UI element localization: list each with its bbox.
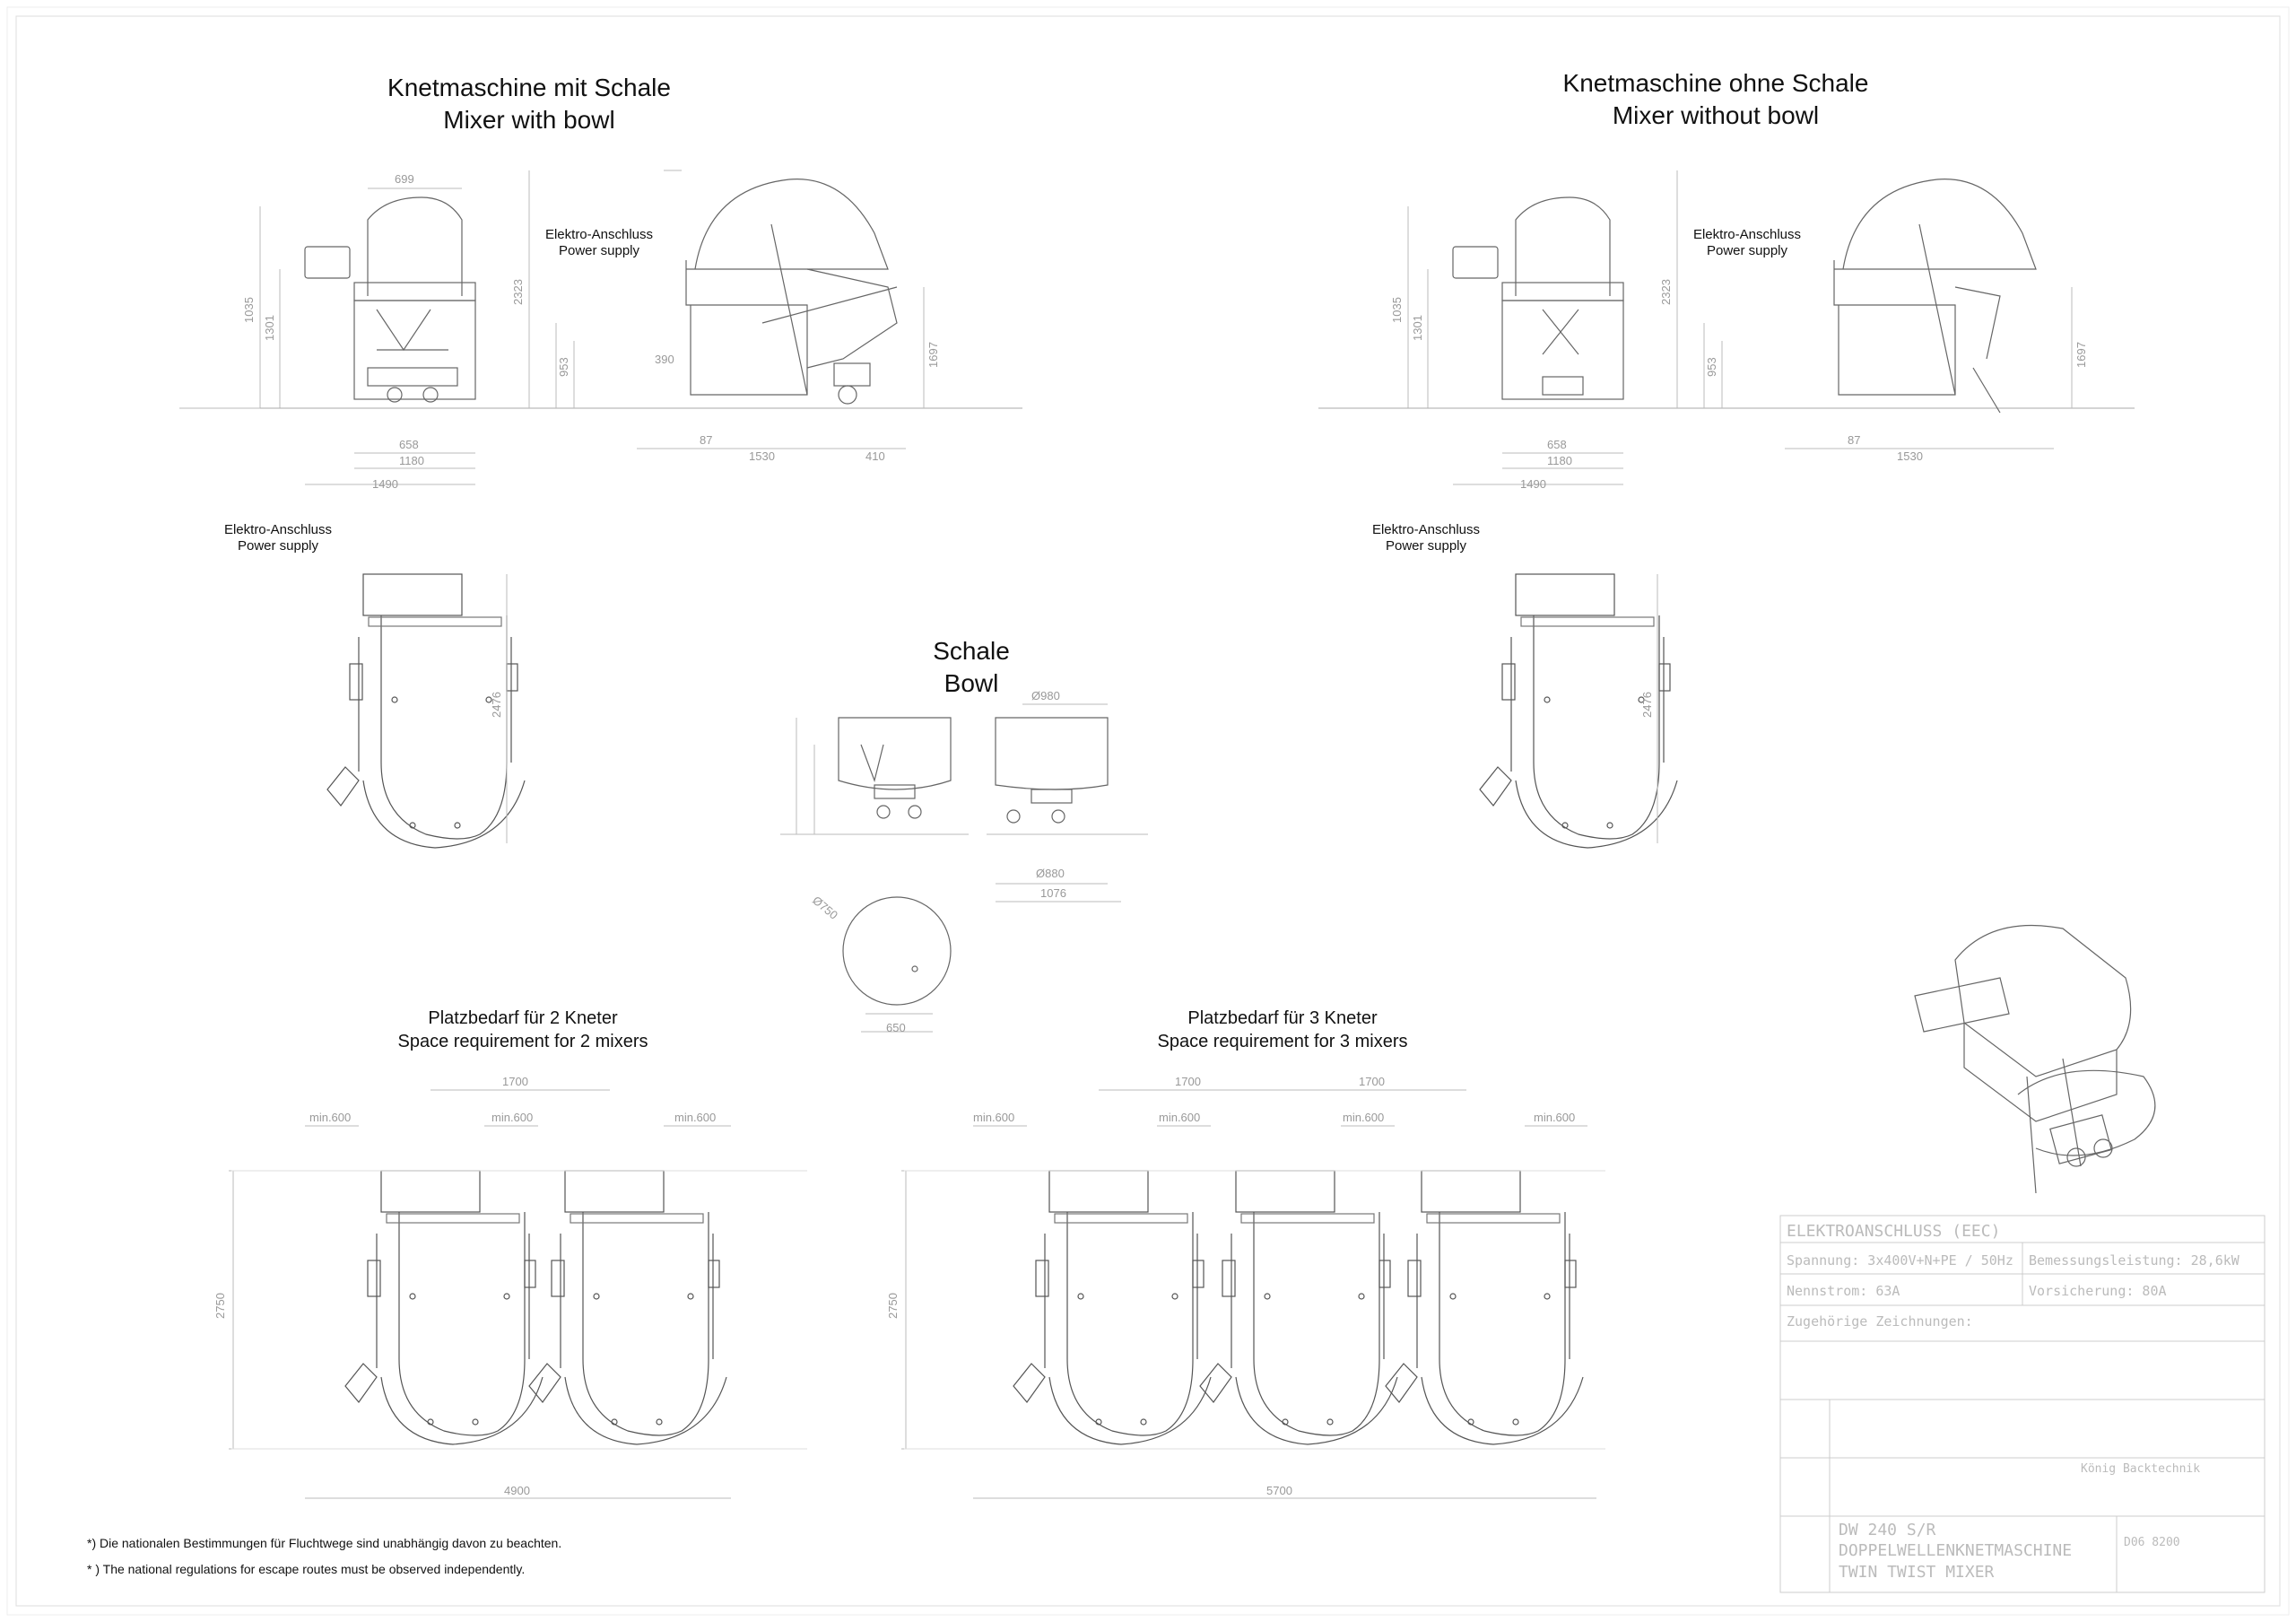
title-de: Knetmaschine ohne Schale bbox=[1562, 69, 1869, 97]
dim-label: 1076 bbox=[1040, 886, 1066, 900]
dim-label: 1035 bbox=[242, 297, 256, 323]
dim-label: 5700 bbox=[1266, 1484, 1292, 1497]
title-block-name-de: DOPPELWELLENKNETMASCHINE bbox=[1839, 1541, 2073, 1560]
dim-label: 390 bbox=[655, 353, 674, 366]
dim-label: 1301 bbox=[1411, 315, 1424, 341]
note-en: * ) The national regulations for escape … bbox=[87, 1562, 526, 1576]
mixer-with-bowl-side-view bbox=[685, 179, 898, 405]
dim-label: 1490 bbox=[1520, 477, 1546, 491]
title-block bbox=[1779, 1215, 2266, 1593]
dim-label: min.600 bbox=[1343, 1111, 1384, 1124]
power-supply-label: Elektro-Anschluss Power supply bbox=[1675, 227, 1819, 259]
dim-label: 410 bbox=[865, 449, 885, 463]
dim-label: 2750 bbox=[886, 1293, 900, 1319]
title-de: Platzbedarf für 3 Kneter bbox=[1187, 1008, 1378, 1028]
mixer-without-bowl-side-view bbox=[1833, 179, 2037, 414]
label-en: Power supply bbox=[1385, 538, 1467, 554]
dim-label: 87 bbox=[1848, 433, 1860, 447]
dim-label: 1700 bbox=[1359, 1075, 1385, 1088]
title-de: Schale bbox=[933, 637, 1010, 665]
title-block-company: König Backtechnik bbox=[2081, 1462, 2201, 1476]
dim-label: 650 bbox=[886, 1021, 906, 1034]
mixer-with-bowl-title: Knetmaschine mit Schale Mixer with bowl bbox=[350, 72, 709, 136]
label-de: Elektro-Anschluss bbox=[1371, 522, 1481, 537]
dim-label: 1700 bbox=[1175, 1075, 1201, 1088]
space-2-title: Platzbedarf für 2 Kneter Space requireme… bbox=[344, 1007, 702, 1053]
dim-label: 1697 bbox=[926, 342, 940, 368]
power-supply-label-top-left: Elektro-Anschluss Power supply bbox=[206, 522, 350, 554]
dim-label: min.600 bbox=[309, 1111, 351, 1124]
space-requirement-2-view bbox=[344, 1170, 727, 1445]
title-block-header: ELEKTROANSCHLUSS (EEC) bbox=[1787, 1222, 2001, 1241]
dim-label: 2476 bbox=[1640, 692, 1654, 718]
dim-label: 1530 bbox=[1897, 449, 1923, 463]
title-block-name-en: TWIN TWIST MIXER bbox=[1839, 1563, 1995, 1582]
dim-label: Ø750 bbox=[810, 894, 840, 922]
space-3-title: Platzbedarf für 3 Kneter Space requireme… bbox=[1103, 1007, 1462, 1053]
title-en: Space requirement for 3 mixers bbox=[1157, 1032, 1408, 1051]
label-de: Elektro-Anschluss bbox=[223, 522, 333, 537]
mixer-without-bowl-title: Knetmaschine ohne Schale Mixer without b… bbox=[1536, 67, 1895, 132]
label-en: Power supply bbox=[558, 243, 640, 258]
dim-label: 699 bbox=[395, 172, 414, 186]
title-block-voltage: Spannung: 3x400V+N+PE / 50Hz bbox=[1787, 1252, 2013, 1269]
dim-label: 1697 bbox=[2074, 342, 2088, 368]
dim-label: min.600 bbox=[973, 1111, 1014, 1124]
title-block-drawing-no: D06 8200 bbox=[2124, 1536, 2180, 1549]
dim-label: 2323 bbox=[1659, 279, 1673, 305]
dim-label: min.600 bbox=[1534, 1111, 1575, 1124]
dim-label: Ø880 bbox=[1036, 867, 1065, 880]
mixer-with-bowl-front-dims bbox=[179, 187, 475, 485]
title-en: Mixer without bowl bbox=[1612, 101, 1820, 129]
dim-label: 1530 bbox=[749, 449, 775, 463]
bowl-title: Schale Bowl bbox=[882, 635, 1061, 700]
title-en: Bowl bbox=[944, 669, 999, 697]
dim-label: 658 bbox=[399, 438, 419, 451]
dim-label: 1700 bbox=[502, 1075, 528, 1088]
note-de: *) Die nationalen Bestimmungen für Fluch… bbox=[87, 1536, 562, 1550]
title-block-power: Bemessungsleistung: 28,6kW bbox=[2029, 1252, 2239, 1269]
dim-label: 1180 bbox=[399, 454, 424, 467]
dim-label: 953 bbox=[1705, 357, 1718, 377]
mixer-with-bowl-front-view bbox=[304, 196, 476, 403]
dim-label: 658 bbox=[1547, 438, 1567, 451]
dim-label: 1180 bbox=[1547, 454, 1572, 467]
title-block-accessory: Zugehörige Zeichnungen: bbox=[1787, 1313, 1973, 1330]
dim-label: min.600 bbox=[674, 1111, 716, 1124]
dim-label: min.600 bbox=[491, 1111, 533, 1124]
dim-label: 2750 bbox=[213, 1293, 227, 1319]
dim-label: 953 bbox=[557, 357, 570, 377]
title-en: Mixer with bowl bbox=[443, 106, 615, 134]
dim-label: 87 bbox=[700, 433, 712, 447]
title-block-current: Nennstrom: 63A bbox=[1787, 1283, 1900, 1299]
mixer-isometric-view bbox=[1914, 924, 2156, 1194]
label-de: Elektro-Anschluss bbox=[1692, 227, 1802, 242]
title-en: Space requirement for 2 mixers bbox=[397, 1032, 648, 1051]
dim-label: 2476 bbox=[490, 692, 503, 718]
space-requirement-3-view bbox=[1013, 1170, 1584, 1445]
dim-label: Ø980 bbox=[1031, 689, 1060, 702]
dim-label: 1490 bbox=[372, 477, 398, 491]
power-supply-label: Elektro-Anschluss Power supply bbox=[527, 227, 671, 259]
label-en: Power supply bbox=[237, 538, 319, 554]
dim-label: min.600 bbox=[1159, 1111, 1200, 1124]
dim-label: 1301 bbox=[263, 315, 276, 341]
dim-label: 1035 bbox=[1390, 297, 1404, 323]
title-block-model: DW 240 S/R bbox=[1839, 1521, 1936, 1539]
label-en: Power supply bbox=[1706, 243, 1788, 258]
title-block-fuse: Vorsicherung: 80A bbox=[2029, 1283, 2167, 1299]
title-de: Platzbedarf für 2 Kneter bbox=[428, 1008, 618, 1028]
title-de: Knetmaschine mit Schale bbox=[387, 74, 671, 101]
mixer-without-bowl-front-view bbox=[1452, 196, 1624, 400]
dim-label: 4900 bbox=[504, 1484, 530, 1497]
bowl-drawings bbox=[838, 717, 1109, 1006]
label-de: Elektro-Anschluss bbox=[544, 227, 654, 242]
dim-label: 2323 bbox=[511, 279, 525, 305]
power-supply-label-top-right: Elektro-Anschluss Power supply bbox=[1354, 522, 1498, 554]
